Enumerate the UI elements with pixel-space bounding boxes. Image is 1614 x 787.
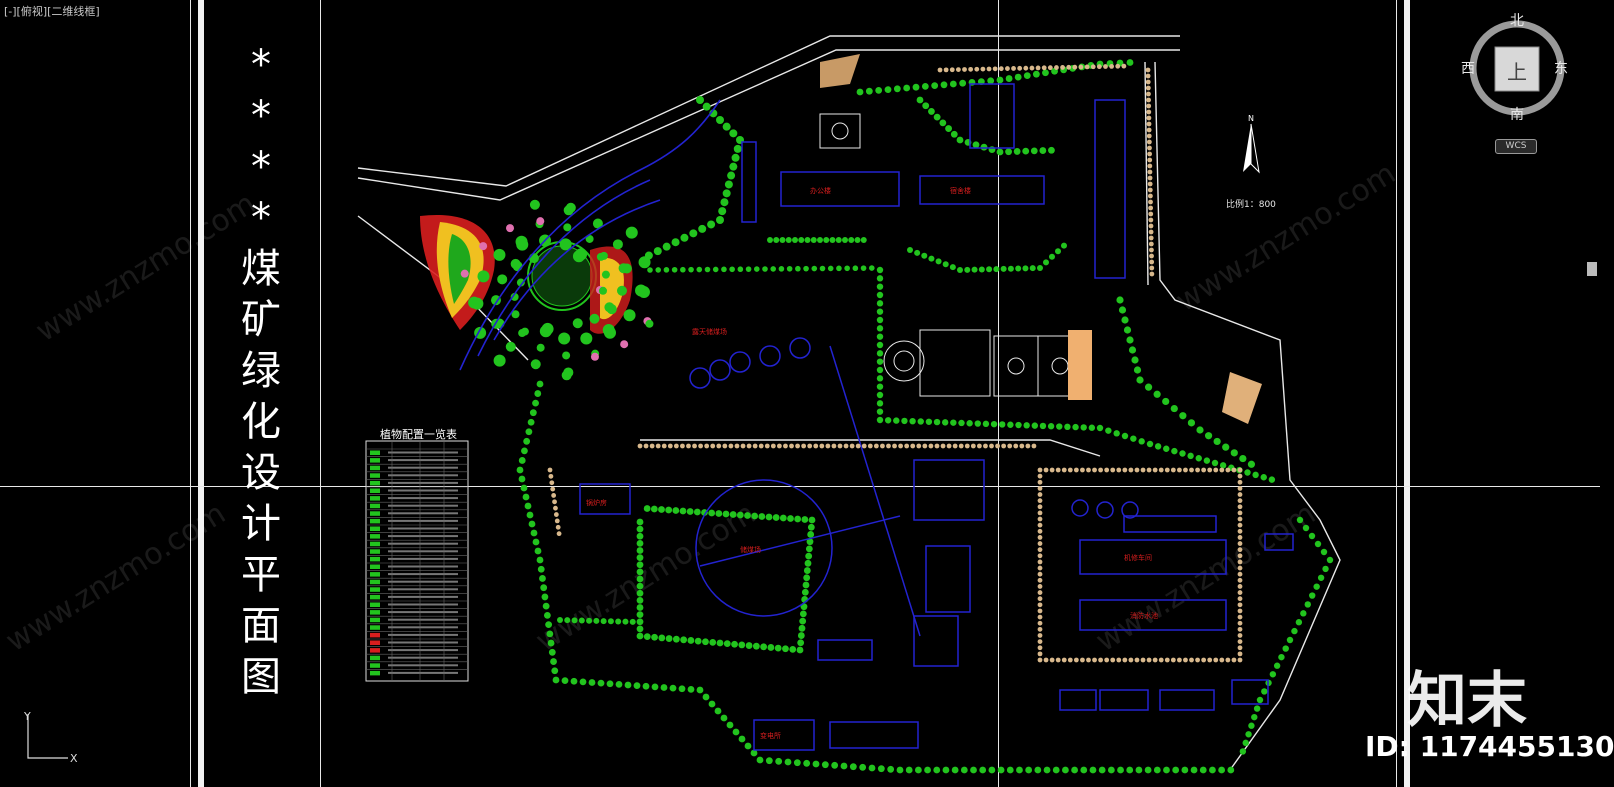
view-label[interactable]: [-][俯视][二维线框] — [4, 5, 100, 18]
buildings — [579, 83, 1294, 751]
wcs-menu-button[interactable]: WCS — [1495, 139, 1537, 154]
viewcube-east[interactable]: 东 — [1554, 61, 1568, 77]
label-yard: 露天储煤场 — [692, 327, 727, 336]
title-char: 图 — [241, 654, 281, 700]
stage-building — [1068, 330, 1092, 400]
drawing-frame-strip — [1404, 0, 1410, 787]
viewcube-west[interactable]: 西 — [1461, 61, 1475, 77]
north-label: N — [1248, 114, 1254, 123]
drainage-lines — [459, 99, 721, 371]
watermark-brand: 知末 — [1407, 666, 1527, 736]
ucs-y-label: Y — [24, 710, 31, 723]
tree-planting — [460, 59, 1334, 774]
label-dorm: 宿舍楼 — [950, 186, 971, 195]
title-char: * — [251, 144, 271, 190]
scale-text: 比例1：800 — [1226, 200, 1276, 210]
flower-garden — [420, 214, 633, 334]
ucs-x-label: X — [70, 752, 78, 765]
label-office: 办公楼 — [810, 186, 831, 195]
crosshair-vertical-line — [1396, 0, 1397, 787]
label-substation: 变电所 — [760, 731, 781, 740]
entrance-plaza — [820, 54, 860, 88]
legend-title: 植物配置一览表 — [380, 428, 457, 441]
watermark-id: ID: 1174455130 — [1365, 730, 1614, 763]
viewcube-south[interactable]: 南 — [1510, 107, 1524, 123]
gravel-border — [547, 63, 1243, 663]
title-char: 设 — [241, 450, 281, 496]
title-char: 计 — [241, 501, 281, 547]
viewcube[interactable] — [1462, 10, 1572, 150]
viewcube-north[interactable]: 北 — [1510, 13, 1524, 29]
title-char: * — [251, 195, 271, 241]
title-char: 矿 — [241, 297, 281, 343]
label-coal-yard: 储煤场 — [740, 545, 761, 554]
title-char: 平 — [241, 552, 281, 598]
crosshair-horizontal-line — [0, 486, 1600, 487]
title-char: * — [251, 93, 271, 139]
sports-courts — [819, 113, 1083, 397]
title-char: 化 — [241, 399, 281, 445]
crosshair-vertical-line — [320, 0, 321, 787]
paved-plaza — [1222, 372, 1262, 424]
title-char: * — [251, 42, 271, 88]
label-boiler: 锅炉房 — [586, 498, 607, 507]
north-arrow-icon — [1243, 123, 1260, 174]
crosshair-vertical-line — [190, 0, 191, 787]
vertical-scrollbar-thumb[interactable] — [1587, 262, 1597, 276]
ucs-icon — [27, 714, 68, 759]
title-char: 煤 — [241, 246, 281, 292]
label-warehouse: 机修车间 — [1124, 553, 1152, 562]
viewcube-top-face[interactable]: 上 — [1507, 60, 1527, 84]
drawing-title: * * * * 煤矿绿化设计平面图 — [226, 40, 296, 703]
label-pool: 消防水池 — [1130, 611, 1158, 620]
drawing-frame-strip — [198, 0, 204, 787]
plant-legend-table — [365, 440, 469, 682]
crosshair-vertical-line — [998, 0, 999, 787]
title-char: 绿 — [241, 348, 281, 394]
title-char: 面 — [241, 603, 281, 649]
road-outlines — [357, 35, 1341, 771]
